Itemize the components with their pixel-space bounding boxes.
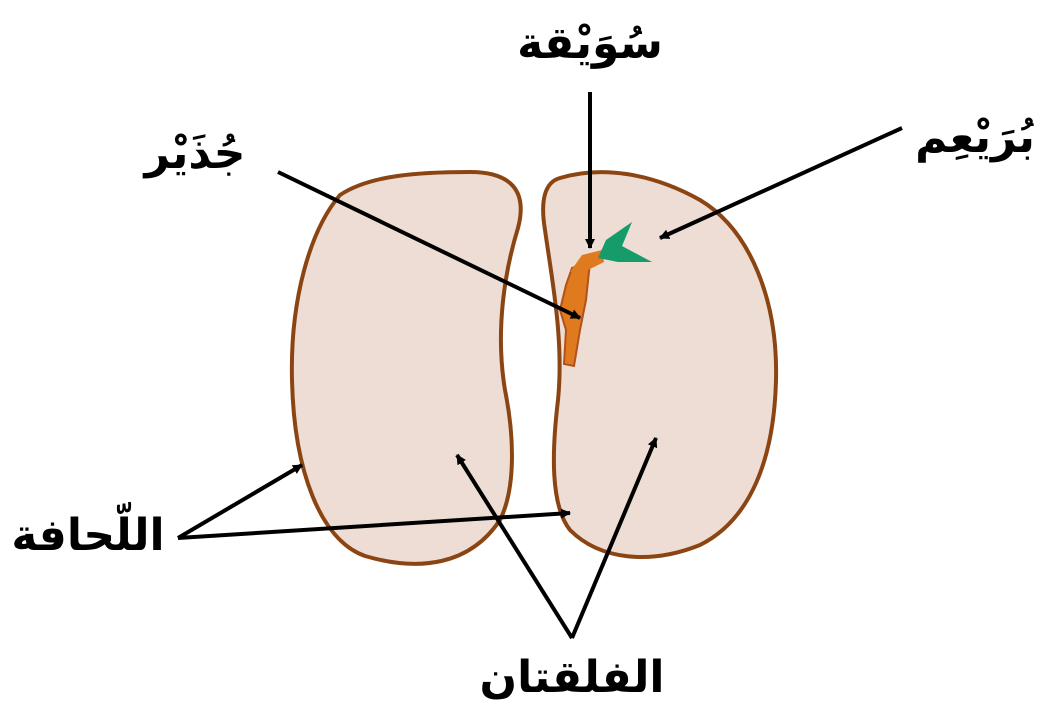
right-cotyledon — [543, 172, 776, 557]
label-plumule: بُرَيْعِم — [915, 112, 1035, 163]
label-hypocotyl: سُوَيْقة — [517, 18, 663, 69]
label-cotyledons: الفلقتان — [480, 652, 665, 703]
arrow-plumule — [660, 128, 902, 238]
label-seed-coat: اللّحافة — [11, 502, 164, 561]
label-radicle: جُذَيْر — [142, 128, 245, 179]
arrow-seedcoat-left — [178, 465, 302, 538]
